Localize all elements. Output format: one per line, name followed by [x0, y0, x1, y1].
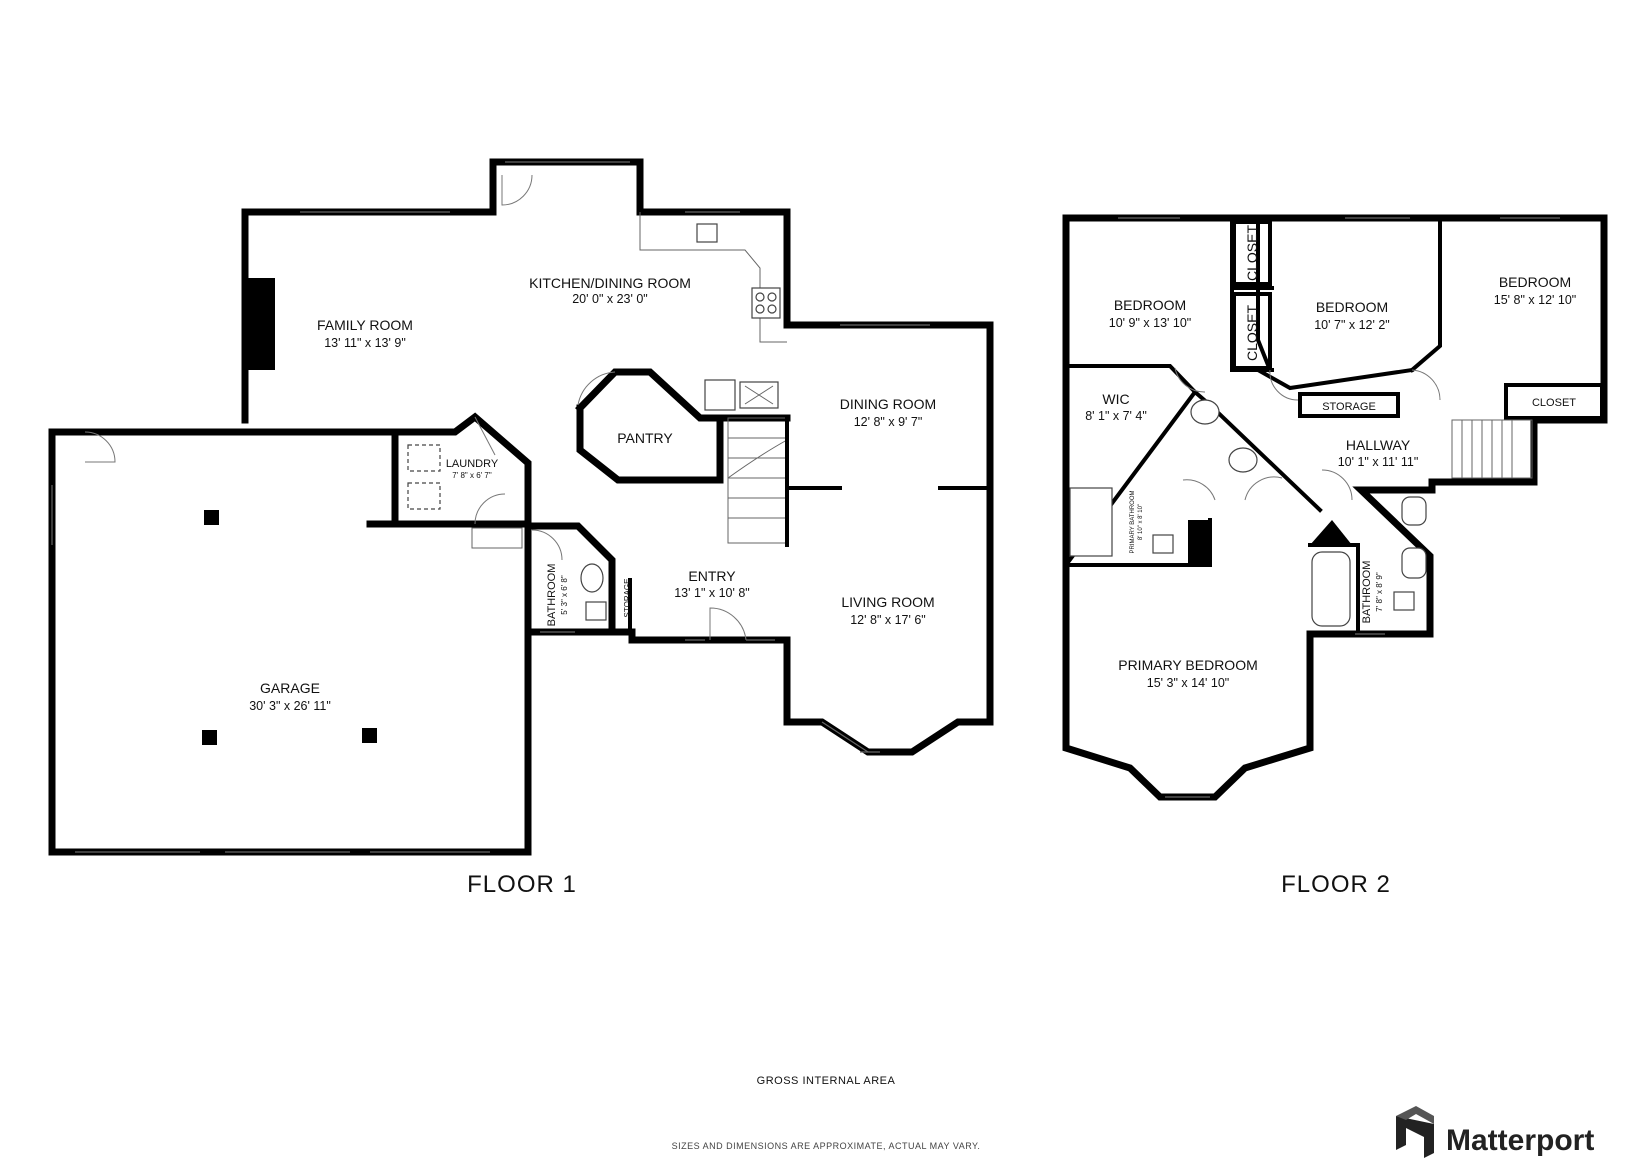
fireplace-icon — [245, 278, 275, 370]
bedroom-b-dims: 10' 7" x 12' 2" — [1314, 318, 1390, 332]
primary-bathroom-dims: 8' 10" x 8' 10" — [1138, 504, 1144, 540]
entry-name: ENTRY — [688, 568, 736, 584]
disclaimer: SIZES AND DIMENSIONS ARE APPROXIMATE, AC… — [672, 1141, 981, 1151]
bedroom-a-name: BEDROOM — [1114, 297, 1186, 313]
laundry-dims: 7' 8" x 6' 7" — [452, 471, 492, 480]
bedroom-c-dims: 15' 8" x 12' 10" — [1494, 293, 1576, 307]
storage-1-name: STORAGE — [623, 579, 632, 618]
staircase-1 — [727, 417, 788, 544]
hallway-name: HALLWAY — [1346, 437, 1411, 453]
wall-block — [1188, 520, 1208, 564]
bedroom-b-name: BEDROOM — [1316, 299, 1388, 315]
kitchen-dims: 20' 0" x 23' 0" — [572, 292, 648, 306]
entry-dims: 13' 1" x 10' 8" — [674, 586, 750, 600]
living-room-dims: 12' 8" x 17' 6" — [850, 613, 926, 627]
dining-room-dims: 12' 8" x 9' 7" — [854, 415, 923, 429]
primary-bedroom-name: PRIMARY BEDROOM — [1118, 657, 1258, 673]
shower-icon — [1069, 487, 1113, 557]
dryer-icon — [407, 482, 441, 510]
storage-2-name: STORAGE — [1322, 401, 1376, 413]
bathroom-1-name: BATHROOM — [546, 564, 558, 627]
closet-c-name: CLOSET — [1532, 397, 1576, 409]
dining-room-name: DINING ROOM — [840, 396, 936, 412]
bathtub-icon — [1311, 551, 1351, 627]
toilet-icon — [1152, 534, 1174, 554]
stove-icon — [751, 287, 781, 319]
wic-dims: 8' 1" x 7' 4" — [1085, 409, 1147, 423]
bathroom-1-dims: 5' 3" x 6' 8" — [560, 575, 569, 615]
staircase-2 — [1451, 419, 1533, 479]
refrigerator-icon — [704, 379, 736, 411]
floor-2-plan — [1062, 214, 1608, 801]
matterport-logo-icon — [1396, 1106, 1434, 1158]
garage-post — [204, 510, 219, 525]
garage-post — [202, 730, 217, 745]
kitchen-name: KITCHEN/DINING ROOM — [529, 275, 691, 291]
floor-1-plan — [48, 158, 994, 856]
family-room-name: FAMILY ROOM — [317, 317, 413, 333]
toilet-icon — [1393, 591, 1415, 611]
wic-name: WIC — [1102, 391, 1129, 407]
floor-1-label: FLOOR 1 — [467, 871, 577, 898]
brand-name: Matterport — [1446, 1124, 1594, 1157]
sink-icon — [580, 563, 604, 593]
bedroom-a-dims: 10' 9" x 13' 10" — [1109, 316, 1191, 330]
bathroom-2-name: BATHROOM — [1361, 561, 1373, 624]
primary-bedroom-dims: 15' 3" x 14' 10" — [1147, 676, 1229, 690]
pantry-name: PANTRY — [617, 430, 673, 446]
room-labels: FAMILY ROOM 13' 11" x 13' 9" KITCHEN/DIN… — [249, 225, 1576, 713]
sink-icon — [1401, 547, 1427, 579]
family-room-dims: 13' 11" x 13' 9" — [324, 336, 406, 350]
sink-icon — [1228, 447, 1258, 473]
bathroom-2-dims: 7' 8" x 8' 9" — [1375, 572, 1384, 612]
floor-2-label: FLOOR 2 — [1281, 871, 1391, 898]
laundry-name: LAUNDRY — [446, 458, 499, 470]
garage-dims: 30' 3" x 26' 11" — [249, 699, 331, 713]
living-room-name: LIVING ROOM — [841, 594, 934, 610]
sink-icon — [1401, 496, 1427, 526]
primary-bathroom-name: PRIMARY BATHROOM — [1130, 490, 1136, 553]
toilet-icon — [585, 601, 607, 621]
hallway-dims: 10' 1" x 11' 11" — [1338, 455, 1419, 469]
washer-icon — [407, 444, 441, 472]
garage-post — [362, 728, 377, 743]
garage-name: GARAGE — [260, 680, 320, 696]
closet-a-name: CLOSET — [1244, 225, 1260, 281]
closet-b-name: CLOSET — [1244, 305, 1260, 361]
bedroom-c-name: BEDROOM — [1499, 274, 1571, 290]
gross-area-label: GROSS INTERNAL AREA — [757, 1075, 896, 1087]
sink-icon — [1190, 399, 1220, 425]
kitchen-sink-icon — [696, 223, 718, 243]
